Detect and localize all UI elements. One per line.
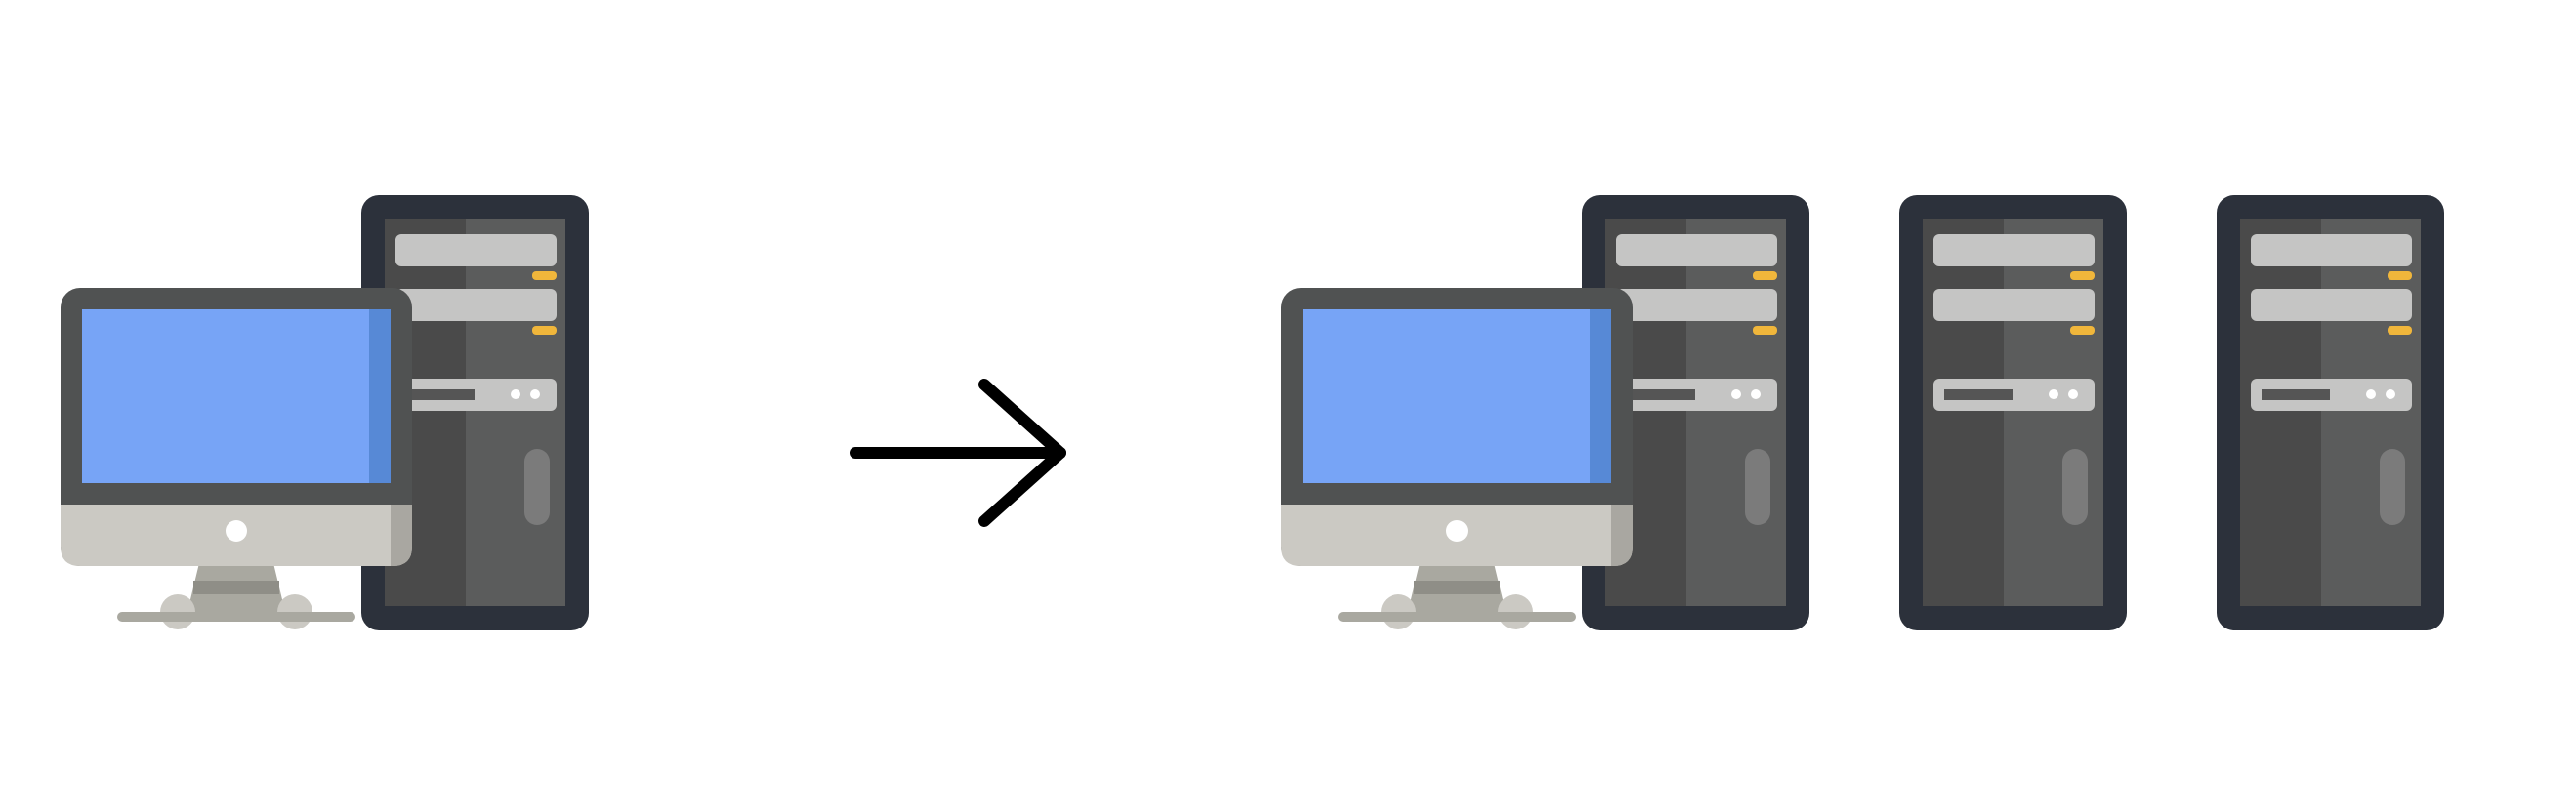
server-tower-icon bbox=[2217, 195, 2444, 630]
right-arrow-icon bbox=[855, 385, 1060, 521]
right-group bbox=[1281, 195, 2444, 630]
desktop-computer-icon bbox=[61, 288, 412, 629]
left-group bbox=[61, 195, 589, 630]
desktop-computer-icon bbox=[1281, 288, 1633, 629]
server-tower-icon bbox=[1899, 195, 2127, 630]
